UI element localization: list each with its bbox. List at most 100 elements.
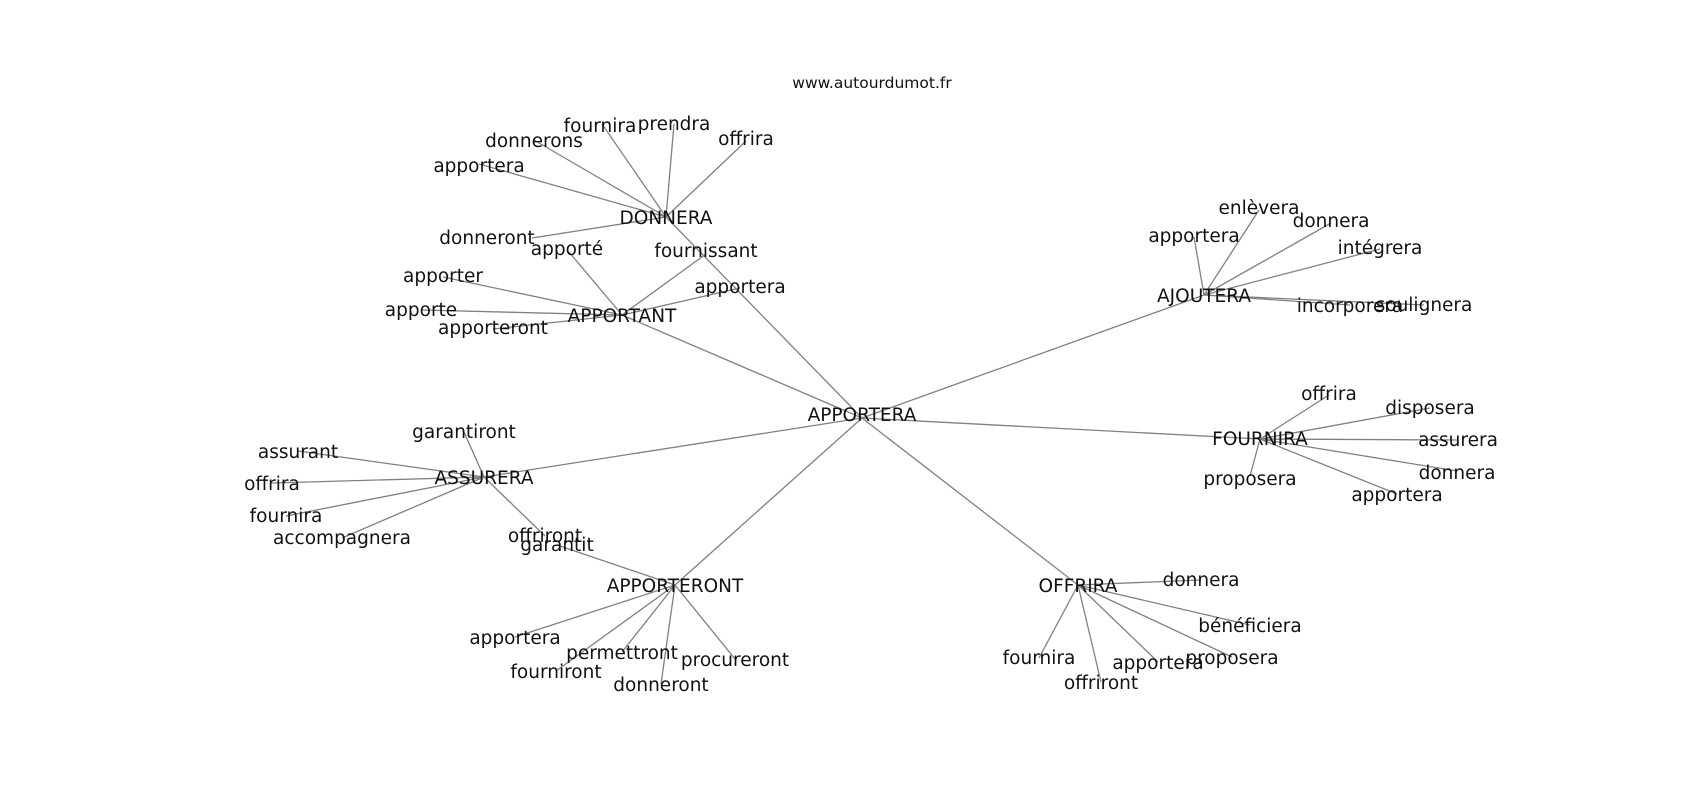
edge-center-apportant: [621, 314, 863, 419]
word-node-ajoutera-0: enlèvera: [1219, 198, 1300, 219]
edge-assurera-word-1: [297, 450, 485, 478]
word-node-apporteront-2: permettront: [566, 643, 678, 664]
word-node-donnera-5: donneront: [439, 228, 534, 249]
edge-fournira-word-5: [1259, 438, 1398, 495]
word-node-fournira-0: offrira: [1301, 384, 1357, 405]
edge-assurera-word-0: [463, 431, 485, 478]
word-node-fournira-3: proposera: [1203, 469, 1296, 490]
edge-offrira-word-1: [1077, 584, 1251, 626]
edge-ajoutera-word-1: [1193, 236, 1205, 296]
edge-ajoutera-word-0: [1203, 209, 1260, 296]
word-node-offrira-5: offriront: [1064, 673, 1138, 694]
word-node-apporteront-1: apportera: [469, 628, 560, 649]
word-node-apportant-2: apportera: [694, 277, 785, 298]
word-node-fournira-5: apportera: [1351, 485, 1442, 506]
edge-fournira-word-3: [1249, 438, 1261, 477]
cluster-node-assurera: ASSURERA: [435, 468, 534, 489]
cluster-node-ajoutera: AJOUTERA: [1157, 286, 1251, 307]
edge-donnera-word-2: [601, 123, 667, 218]
edge-assurera-word-4: [341, 476, 485, 539]
edge-apportant-word-2: [621, 287, 741, 316]
word-node-assurera-4: accompagnera: [273, 528, 411, 549]
word-node-ajoutera-1: apportera: [1148, 226, 1239, 247]
word-node-donnera-4: offrira: [718, 129, 774, 150]
edge-donnera-word-4: [665, 140, 747, 218]
edge-fournira-word-0: [1259, 394, 1330, 440]
edge-apporteront-word-4: [660, 584, 676, 685]
edge-offrira-word-4: [1077, 584, 1233, 658]
edge-donnera-word-0: [478, 163, 667, 218]
edge-offrira-word-3: [1077, 584, 1159, 663]
word-node-offrira-1: bénéficiera: [1198, 616, 1302, 637]
word-node-fournira-1: disposera: [1385, 398, 1475, 419]
edge-donnera-word-1: [533, 139, 667, 218]
cluster-node-apportant: APPORTANT: [568, 306, 677, 327]
edge-assurera-word-5: [483, 476, 546, 537]
graph-edges: [271, 123, 1459, 685]
word-node-donnera-3: prendra: [638, 114, 711, 135]
edge-assurera-word-2: [271, 476, 485, 484]
edge-center-fournira: [861, 417, 1261, 440]
word-node-offrira-4: proposera: [1185, 648, 1278, 669]
word-node-ajoutera-4: incorporera: [1297, 296, 1404, 317]
edge-apportant-word-3: [442, 276, 623, 316]
edge-ajoutera-word-2: [1203, 222, 1332, 296]
word-node-apporteront-5: procureront: [681, 650, 789, 671]
edge-offrira-word-2: [1038, 584, 1079, 659]
site-watermark: www.autourdumot.fr: [792, 74, 952, 92]
word-node-assurera-5: offriront: [508, 526, 582, 547]
word-node-offrira-2: fournira: [1003, 648, 1076, 669]
edge-apporteront-word-5: [674, 584, 736, 660]
edge-fournira-word-1: [1259, 407, 1431, 440]
edge-apporteront-word-2: [621, 584, 676, 653]
edge-center-ajoutera: [861, 294, 1205, 419]
center-node-label: APPORTERA: [808, 405, 917, 426]
edge-apporteront-word-0: [556, 544, 676, 586]
edge-offrira-word-0: [1077, 579, 1202, 586]
edge-center-offrira: [861, 417, 1079, 586]
word-node-assurera-0: garantiront: [412, 422, 516, 443]
edge-apporteront-word-1: [514, 584, 676, 638]
word-node-fournira-2: assurera: [1418, 430, 1498, 451]
word-node-apportant-0: apporté: [531, 239, 603, 260]
edge-apportant-word-0: [568, 251, 623, 316]
word-node-apporteront-4: donneront: [613, 675, 708, 696]
edge-apportant-word-1: [621, 253, 707, 316]
word-node-donnera-2: fournira: [564, 116, 637, 137]
edge-donnera-word-5: [531, 216, 667, 239]
edge-center-assurera: [483, 417, 863, 478]
cluster-node-apporteront: APPORTERONT: [607, 576, 744, 597]
cluster-node-fournira: FOURNIRA: [1212, 429, 1308, 450]
edge-fournira-word-2: [1259, 438, 1459, 441]
word-node-apporteront-3: fourniront: [510, 662, 601, 683]
edge-ajoutera-word-5: [1203, 294, 1425, 306]
word-node-assurera-2: offrira: [244, 474, 300, 495]
graph-labels: APPORTERADONNERAapporteradonneronsfourni…: [244, 114, 1498, 696]
cluster-node-offrira: OFFRIRA: [1039, 576, 1118, 597]
word-node-apportant-1: fournissant: [654, 241, 757, 262]
edge-assurera-word-3: [285, 476, 485, 517]
word-node-donnera-0: apportera: [433, 156, 524, 177]
edge-center-apporteront: [674, 417, 863, 586]
word-node-apportant-3: apporter: [403, 266, 483, 287]
word-node-apportant-5: apporteront: [438, 318, 548, 339]
edge-apportant-word-4: [420, 309, 623, 316]
edge-donnera-word-3: [665, 123, 675, 218]
word-node-ajoutera-2: donnera: [1293, 211, 1370, 232]
word-node-ajoutera-5: soulignera: [1376, 295, 1473, 316]
word-node-fournira-4: donnera: [1419, 463, 1496, 484]
word-node-assurera-1: assurant: [258, 442, 338, 463]
word-node-offrira-3: apportera: [1112, 653, 1203, 674]
word-node-apportant-4: apporte: [385, 300, 457, 321]
word-node-donnera-1: donnerons: [485, 131, 583, 152]
edge-ajoutera-word-3: [1203, 248, 1381, 296]
edge-offrira-word-5: [1077, 584, 1102, 683]
cluster-node-donnera: DONNERA: [620, 208, 713, 229]
word-node-apporteront-0: garantit: [520, 535, 593, 556]
edge-center-donnera: [665, 216, 863, 419]
edge-apportant-word-5: [492, 314, 623, 330]
edge-apporteront-word-3: [555, 584, 676, 672]
word-node-ajoutera-3: intégrera: [1338, 238, 1423, 259]
word-node-assurera-3: fournira: [250, 506, 323, 527]
